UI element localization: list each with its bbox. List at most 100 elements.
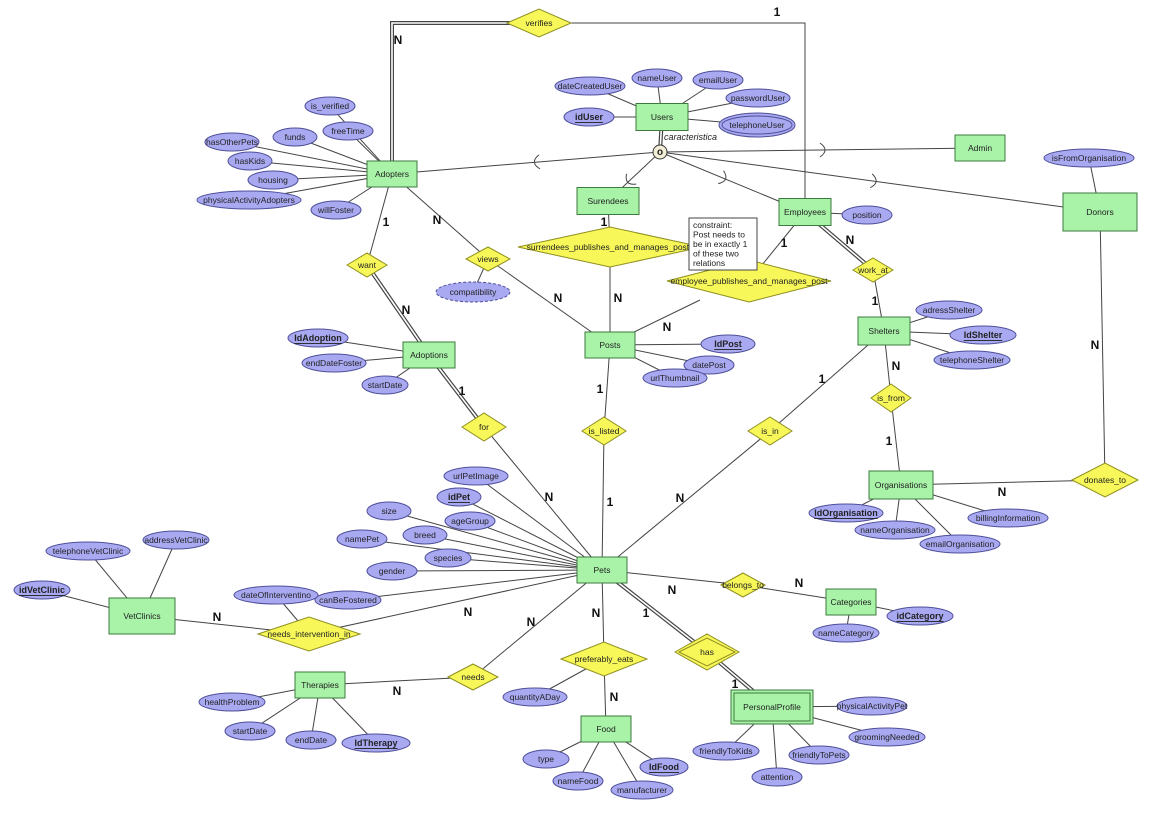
entity-users[interactable]: Users xyxy=(635,103,689,131)
attribute-friendlyToPets[interactable]: friendlyToPets xyxy=(788,745,850,765)
entity-surendees[interactable]: Surendees xyxy=(576,187,640,215)
attribute-healthProblem[interactable]: healthProblem xyxy=(198,692,266,712)
cardinality-label: 1 xyxy=(732,677,739,691)
attribute-billingInformation[interactable]: billingInformation xyxy=(967,508,1049,528)
key-attribute-name: IdShelter xyxy=(964,330,1003,340)
entity-food[interactable]: Food xyxy=(580,715,632,743)
attribute-housing[interactable]: housing xyxy=(247,170,299,190)
attribute-groomingNeeded[interactable]: groomingNeeded xyxy=(848,727,926,747)
entity-name: Categories xyxy=(830,597,871,607)
attribute-IdAdoption[interactable]: IdAdoption xyxy=(287,328,349,348)
attribute-startDateTherapy[interactable]: startDate xyxy=(224,721,276,741)
attribute-freeTime[interactable]: freeTime xyxy=(322,121,374,141)
entity-employees[interactable]: Employees xyxy=(778,198,832,226)
attribute-dateCreatedUser[interactable]: dateCreatedUser xyxy=(554,76,626,96)
entity-categories[interactable]: Categories xyxy=(825,588,877,616)
attribute-nameCategory[interactable]: nameCategory xyxy=(812,623,880,643)
attribute-isFromOrganisation[interactable]: isFromOrganisation xyxy=(1043,148,1135,168)
entity-posts[interactable]: Posts xyxy=(584,331,636,359)
attribute-hasOtherPets[interactable]: hasOtherPets xyxy=(204,132,260,152)
attribute-endDateFoster[interactable]: endDateFoster xyxy=(301,353,367,373)
attribute-addressVetClinic[interactable]: addressVetClinic xyxy=(142,530,210,550)
relationship-donates_to[interactable]: donates_to xyxy=(1070,462,1140,498)
attribute-startDateAdoption[interactable]: startDate xyxy=(361,375,409,395)
relationship-is_in[interactable]: is_in xyxy=(747,416,793,446)
attribute-dateOfInterventino[interactable]: dateOfInterventino xyxy=(233,585,319,605)
attribute-name: nameUser xyxy=(637,73,676,83)
attribute-physicalActivityAdopters[interactable]: physicalActivityAdopters xyxy=(196,190,302,210)
cardinality-label: N xyxy=(614,291,623,305)
attribute-datePost[interactable]: datePost xyxy=(683,355,735,375)
relationship-want[interactable]: want xyxy=(346,252,388,278)
attribute-ageGroup[interactable]: ageGroup xyxy=(444,511,496,531)
attribute-gender[interactable]: gender xyxy=(366,561,418,581)
attribute-nameFood[interactable]: nameFood xyxy=(552,771,604,791)
attribute-physicalActivityPet[interactable]: physicalActivityPet xyxy=(836,696,908,716)
attribute-IdPost[interactable]: IdPost xyxy=(700,334,756,354)
attribute-IdShelter[interactable]: IdShelter xyxy=(949,325,1017,345)
entity-admin[interactable]: Admin xyxy=(954,134,1006,162)
relationship-verifies[interactable]: verifies xyxy=(505,8,573,38)
relationship-for[interactable]: for xyxy=(461,412,507,442)
attribute-passwordUser[interactable]: passwordUser xyxy=(725,88,791,108)
entity-vetclinics[interactable]: VetClinics xyxy=(108,597,176,635)
relationship-preferably_eats[interactable]: preferably_eats xyxy=(559,641,649,677)
attribute-manufacturer[interactable]: manufacturer xyxy=(610,780,674,800)
attribute-telephoneShelter[interactable]: telephoneShelter xyxy=(933,350,1011,370)
attribute-attention[interactable]: attention xyxy=(751,767,803,787)
attribute-IdTherapy[interactable]: IdTherapy xyxy=(341,733,411,753)
attribute-IdFood[interactable]: IdFood xyxy=(639,757,689,777)
attribute-size[interactable]: size xyxy=(366,501,412,521)
attribute-endDate[interactable]: endDate xyxy=(285,730,337,750)
entity-personalprofile[interactable]: PersonalProfile xyxy=(730,689,814,725)
attribute-telephoneVetClinic[interactable]: telephoneVetClinic xyxy=(45,541,131,561)
attribute-position[interactable]: position xyxy=(841,205,893,225)
attribute-urlThumbnail[interactable]: urlThumbnail xyxy=(642,368,708,388)
attribute-is_verified[interactable]: is_verified xyxy=(304,96,356,116)
attribute-name: gender xyxy=(379,566,406,576)
attribute-canBeFostered[interactable]: canBeFostered xyxy=(314,590,382,610)
relationship-work_at[interactable]: work_at xyxy=(852,257,894,283)
relationship-belongs_to[interactable]: belongs_to xyxy=(719,572,767,598)
cardinality-label: 1 xyxy=(872,294,879,308)
attribute-idPet[interactable]: idPet xyxy=(436,487,482,507)
attribute-idCategory[interactable]: idCategory xyxy=(886,606,954,626)
entity-donors[interactable]: Donors xyxy=(1062,192,1138,232)
entity-shelters[interactable]: Shelters xyxy=(857,316,911,346)
cardinality-label: N xyxy=(394,33,403,47)
attribute-compatibility[interactable]: compatibility xyxy=(435,281,511,303)
attribute-adressShelter[interactable]: adressShelter xyxy=(915,300,983,320)
entity-name: Employees xyxy=(784,207,826,217)
attribute-species[interactable]: species xyxy=(424,548,472,568)
attribute-emailUser[interactable]: emailUser xyxy=(692,70,744,90)
attribute-idUser[interactable]: idUser xyxy=(563,107,615,127)
entity-pets[interactable]: Pets xyxy=(576,556,628,584)
attribute-friendlyToKids[interactable]: friendlyToKids xyxy=(692,741,760,761)
attribute-funds[interactable]: funds xyxy=(272,127,318,147)
attribute-quantityADay[interactable]: quantityADay xyxy=(502,687,568,707)
attribute-breed[interactable]: breed xyxy=(402,525,448,545)
attribute-namePet[interactable]: namePet xyxy=(336,529,388,549)
attribute-idVetClinic[interactable]: idVetClinic xyxy=(13,580,71,600)
relationship-surr_pub[interactable]: surrendees_publishes_and_manages_posts xyxy=(517,226,703,268)
link-pets-has xyxy=(600,568,709,654)
attribute-hasKids[interactable]: hasKids xyxy=(227,151,273,171)
entity-organisations[interactable]: Organisations xyxy=(868,470,934,500)
relationship-has[interactable]: has xyxy=(673,633,741,671)
attribute-emailOrganisation[interactable]: emailOrganisation xyxy=(919,534,1001,554)
relationship-needs_intervention_in[interactable]: needs_intervention_in xyxy=(256,616,362,652)
attribute-IdOrganisation[interactable]: IdOrganisation xyxy=(808,503,884,523)
attribute-urlPetImage[interactable]: urlPetImage xyxy=(443,466,509,486)
entity-adopters[interactable]: Adopters xyxy=(366,160,418,188)
attribute-nameOrganisation[interactable]: nameOrganisation xyxy=(854,520,936,540)
entity-therapies[interactable]: Therapies xyxy=(294,671,346,699)
entity-adoptions[interactable]: Adoptions xyxy=(402,341,456,369)
relationship-is_from[interactable]: is_from xyxy=(870,383,912,413)
attribute-type[interactable]: type xyxy=(522,749,570,769)
attribute-willFoster[interactable]: willFoster xyxy=(310,200,362,220)
attribute-telephoneUser[interactable]: telephoneUser xyxy=(718,112,796,138)
attribute-nameUser[interactable]: nameUser xyxy=(631,68,683,88)
relationship-needs[interactable]: needs xyxy=(446,663,500,691)
relationship-is_listed[interactable]: is_listed xyxy=(581,416,627,446)
relationship-views[interactable]: views xyxy=(464,246,512,272)
